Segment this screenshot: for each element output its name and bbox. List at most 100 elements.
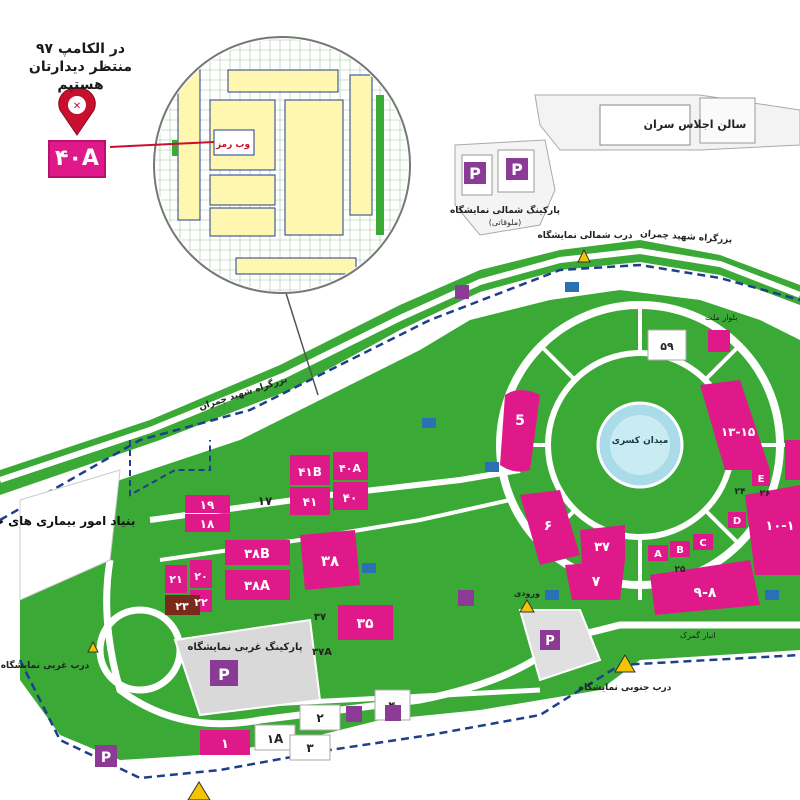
hall-21[interactable] [165, 565, 187, 593]
hall-b[interactable] [670, 541, 690, 557]
foundation-label: بنیاد امور بیماری های خاص [0, 514, 135, 529]
svg-text:۳۷: ۳۷ [594, 540, 610, 555]
svg-text:۱۳-۱۵: ۱۳-۱۵ [721, 425, 755, 439]
hall-40a[interactable] [333, 452, 368, 480]
zoom-circle: وب رمز [109, 36, 411, 294]
svg-text:۴۰A: ۴۰A [339, 462, 361, 475]
hall-26-label: ۲۶ [760, 489, 771, 499]
booth-logo-text: وب رمز [215, 140, 250, 150]
svg-text:۶: ۶ [544, 518, 553, 534]
svg-text:E: E [758, 474, 765, 485]
svg-text:۳۸: ۳۸ [321, 552, 339, 570]
svg-text:۱۰-۱: ۱۰-۱ [765, 519, 794, 534]
floorplan-booths [172, 69, 384, 275]
kasra-square-label: میدان کسری [612, 436, 669, 446]
callout-line [284, 289, 319, 396]
svg-text:۳۸B: ۳۸B [244, 547, 270, 562]
exhibition-boundary-north [0, 263, 800, 522]
summit-hall-label: سالن اجلاس سران [644, 118, 747, 131]
svg-text:۳۸A: ۳۸A [244, 579, 270, 594]
north-highway-road [0, 247, 800, 483]
svg-text:B: B [676, 545, 684, 556]
north-gate-icon [577, 248, 591, 263]
hall-5[interactable] [500, 390, 540, 472]
hall-23[interactable] [165, 595, 200, 615]
wc-markers [362, 282, 779, 600]
hall-37-label: ۳۷ [314, 612, 326, 623]
parking-icon [506, 158, 528, 180]
hall-35[interactable] [338, 605, 393, 640]
hall-37-ring[interactable] [580, 525, 625, 565]
svg-text:۲: ۲ [316, 711, 324, 725]
parking-icon [540, 630, 560, 650]
hall-a[interactable] [648, 545, 668, 561]
hall-d[interactable] [728, 512, 746, 528]
webramz-booth [213, 129, 255, 156]
hall-38a[interactable] [225, 570, 290, 600]
hall-10-11[interactable] [745, 485, 800, 575]
hall-1a[interactable] [254, 724, 296, 751]
svg-text:۳: ۳ [306, 741, 314, 755]
hall-north-ring[interactable] [708, 330, 730, 352]
hall-18[interactable] [185, 514, 230, 532]
hall-38[interactable] [300, 530, 360, 590]
site-parking-markers: P [95, 285, 474, 767]
promo-header: در الکامپ ۹۷ منتظر دیدارتان هستیم [8, 40, 153, 94]
west-gate-label: درب غربی نمایشگاه [1, 659, 90, 671]
hall-e[interactable] [752, 470, 770, 486]
pointer-line [109, 141, 215, 148]
hall-2[interactable] [299, 704, 341, 731]
summit-hall-area: سالن اجلاس سران [534, 94, 800, 151]
hall-3[interactable] [289, 734, 331, 761]
svg-text:۱۹: ۱۹ [200, 498, 215, 512]
hall-41[interactable] [290, 487, 330, 515]
booth-number-badge: ۴۰A [48, 140, 106, 178]
svg-text:A: A [654, 549, 662, 560]
svg-text:۱۸: ۱۸ [200, 517, 215, 531]
hall-c[interactable] [693, 534, 713, 550]
svg-text:۱A: ۱A [267, 732, 284, 746]
hall-20[interactable] [190, 560, 212, 588]
svg-text:۲۰: ۲۰ [194, 570, 207, 583]
hall-east-edge[interactable] [785, 440, 800, 480]
svg-text:۲۲: ۲۲ [194, 596, 208, 609]
svg-text:۹-۸: ۹-۸ [694, 585, 717, 601]
hall-41b[interactable] [290, 455, 330, 485]
hall-24-label: ۲۴ [735, 487, 746, 497]
entrance-label: ورودی [514, 589, 540, 598]
svg-text:5: 5 [515, 413, 525, 429]
svg-text:P: P [101, 750, 111, 766]
parking-icon [210, 660, 238, 686]
foundation-area: بنیاد امور بیماری های خاص [0, 469, 135, 601]
parking-symbol: P [545, 634, 555, 649]
hall-7[interactable] [565, 560, 625, 600]
hall-6[interactable] [520, 490, 580, 565]
north-parking-area: P P پارکینگ شمالی نمایشگاه (ملوقاتی) [450, 139, 560, 236]
svg-text:۱: ۱ [221, 737, 229, 752]
hall-25-label: ۲۵ [675, 565, 686, 575]
hall-1[interactable] [200, 730, 250, 755]
south-gate-icon [614, 654, 636, 673]
customs-label: انبار گمرک [680, 630, 716, 640]
north-parking-sub-label: (ملوقاتی) [489, 218, 521, 227]
svg-text:۳۵: ۳۵ [356, 616, 374, 632]
svg-text:۷: ۷ [592, 574, 601, 590]
exhibition-halls: ۴۱B ۴۱ ۴۰A ۴۰ ۱۹ ۱۸ ۱۷ ۳۸B ۳۸A ۳۸ ۲۰ ۲۱ … [165, 329, 800, 761]
hall-37a-label: ۳۷A [312, 647, 332, 658]
hall-40[interactable] [333, 482, 368, 510]
west-parking-area: P پارکینگ غربی نمایشگاه [173, 618, 322, 717]
promo-line-1: در الکامپ ۹۷ [35, 41, 126, 57]
west-parking-label: پارکینگ غربی نمایشگاه [188, 640, 303, 653]
hall-8-9[interactable] [650, 560, 760, 615]
svg-text:۵۹: ۵۹ [660, 340, 674, 353]
hall-13-15[interactable] [700, 380, 770, 470]
south-gate-label: درب جنوبی نمایشگاه [579, 681, 672, 693]
kasra-fountain [610, 415, 670, 475]
south-entrance-icon [519, 599, 535, 613]
svg-text:۴۱B: ۴۱B [298, 465, 322, 479]
hall-38b[interactable] [225, 540, 290, 565]
hall-19[interactable] [185, 495, 230, 513]
hall-59[interactable] [647, 329, 687, 361]
